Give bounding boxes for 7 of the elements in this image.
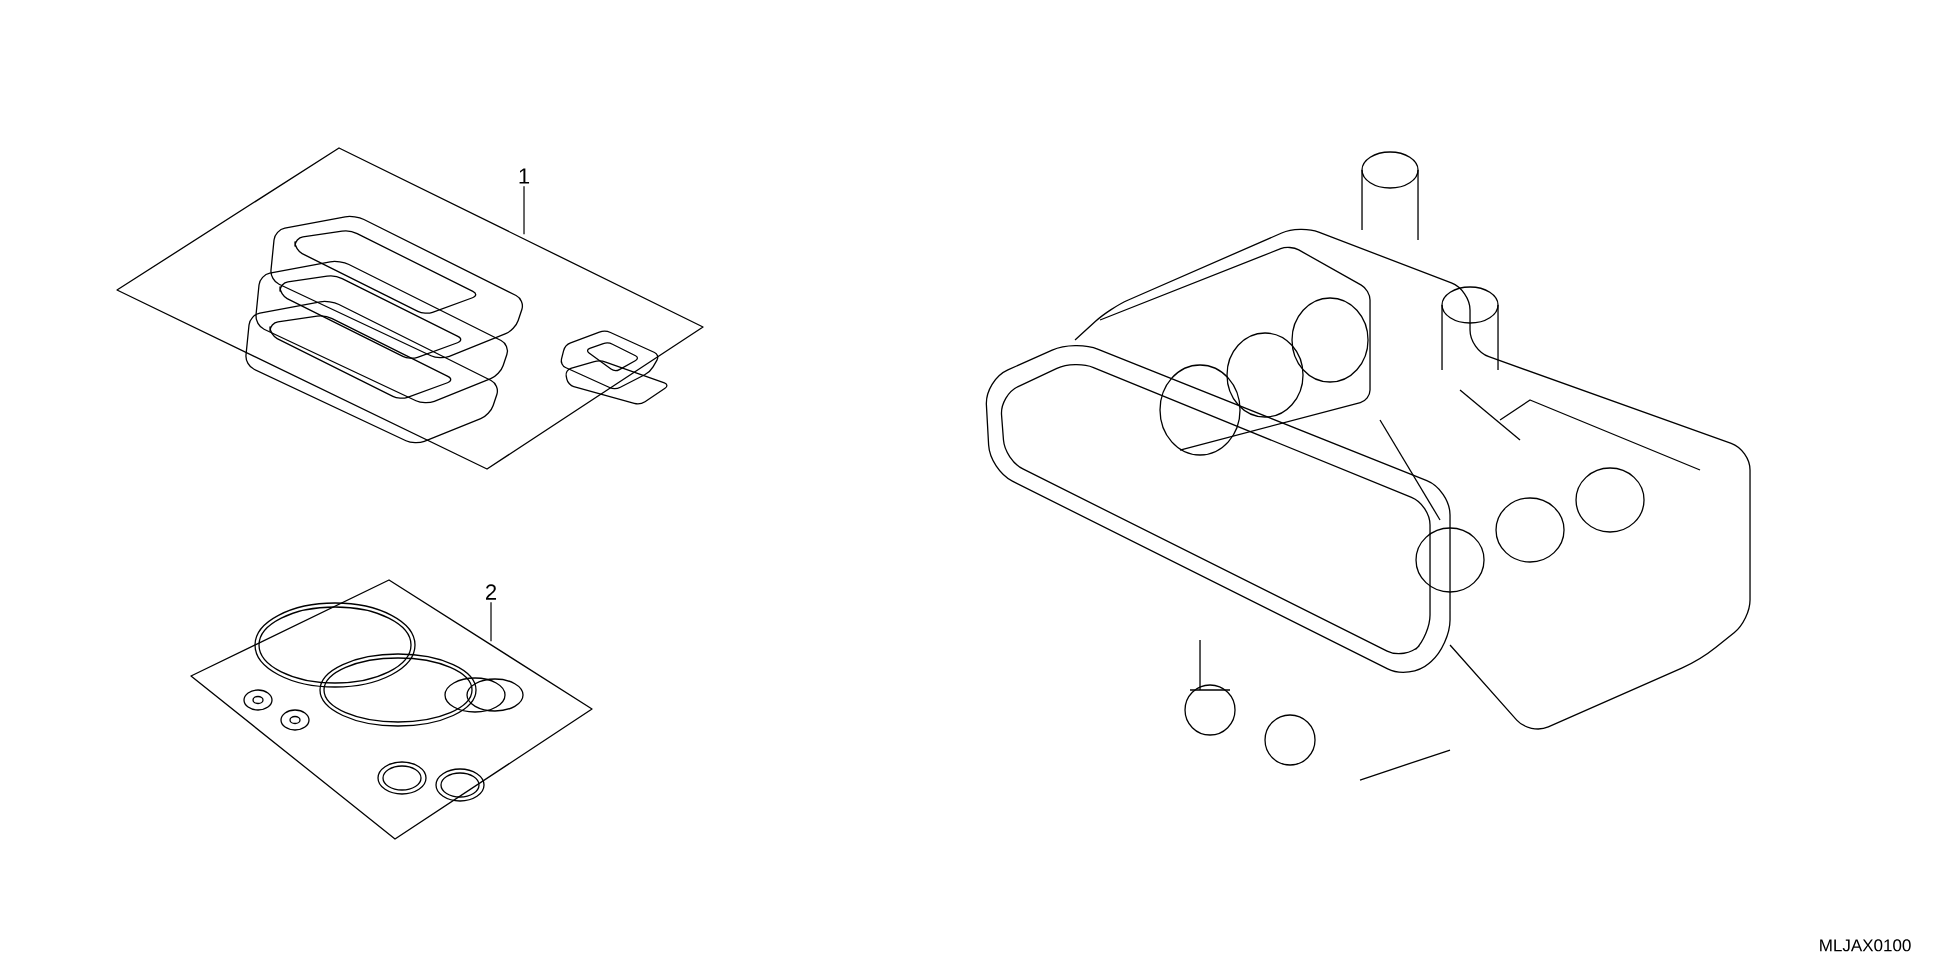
leader-line	[490, 601, 492, 642]
o-ring-set-drawing	[190, 579, 593, 840]
gasket-set-drawing	[116, 147, 704, 470]
leader-line	[523, 185, 525, 235]
drawing-code: MLJAX0100	[1820, 939, 1911, 952]
callout-number: 2	[486, 584, 497, 600]
callout-number: 1	[519, 168, 530, 184]
